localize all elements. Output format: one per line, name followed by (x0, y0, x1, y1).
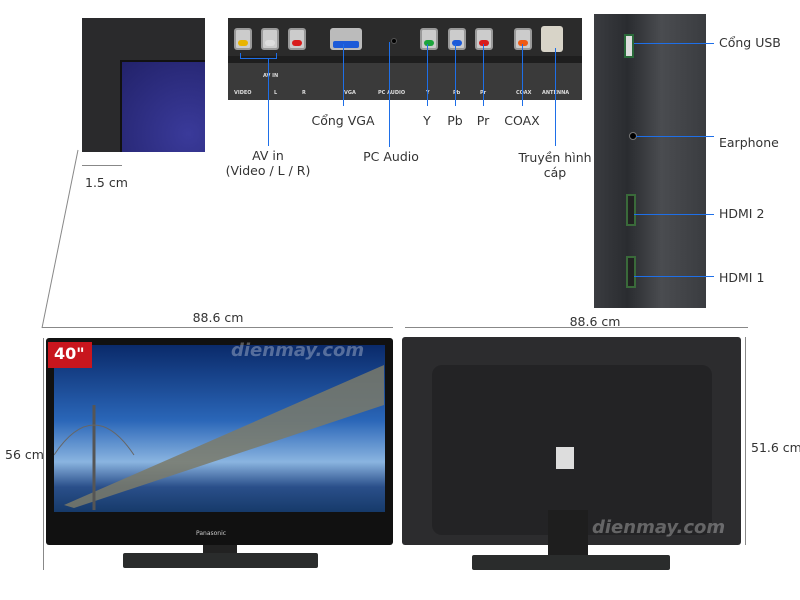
hdmi2-port (626, 194, 636, 226)
back-watermark: dienmay.com (592, 517, 726, 538)
y-connector (420, 28, 438, 50)
usb-label: Cổng USB (719, 35, 781, 50)
back-stand-neck (548, 510, 588, 556)
screen-corner (120, 60, 205, 152)
brand-logo: Panasonic (196, 530, 227, 537)
front-watermark: dienmay.com (231, 340, 365, 361)
bezel-width-label: 1.5 cm (85, 175, 128, 190)
vga-label: Cổng VGA (311, 113, 375, 128)
back-width-label: 88.6 cm (569, 314, 621, 329)
pr-connector (475, 28, 493, 50)
hdmi1-port (626, 256, 636, 288)
pc-audio-jack (391, 38, 397, 44)
pc-audio-label: PC Audio (363, 149, 419, 164)
pr-label: Pr (476, 113, 490, 128)
front-stand-base (123, 553, 318, 568)
coax-label: COAX (504, 113, 540, 128)
bridge-image (54, 365, 384, 510)
av-l-connector (261, 28, 279, 50)
side-ports-image (594, 14, 706, 308)
front-screen (54, 345, 385, 512)
front-width-label: 88.6 cm (192, 310, 244, 325)
bezel-dimension-line (82, 165, 122, 166)
front-stand-neck (203, 545, 237, 554)
y-label: Y (423, 113, 431, 128)
front-height-label: 56 cm (5, 447, 44, 462)
av-in-sub-label: (Video / L / R) (225, 163, 311, 178)
front-tv: 40" Panasonic dienmay.com (46, 338, 393, 545)
zoom-connector-line (41, 149, 79, 329)
cable-tv-label-2: cáp (543, 165, 567, 180)
av-in-label: AV in (252, 148, 284, 163)
hdmi1-label: HDMI 1 (719, 270, 765, 285)
size-badge: 40" (48, 342, 92, 368)
vga-connector (330, 28, 362, 50)
earphone-label: Earphone (719, 135, 779, 150)
coax-connector (514, 28, 532, 50)
antenna-connector (541, 26, 563, 52)
usb-port (624, 34, 634, 58)
rating-label (556, 447, 574, 469)
corner-detail-image (82, 18, 205, 152)
hdmi2-label: HDMI 2 (719, 206, 765, 221)
back-height-label: 51.6 cm (751, 440, 800, 455)
pb-connector (448, 28, 466, 50)
back-stand-base (472, 555, 670, 570)
av-video-connector (234, 28, 252, 50)
rear-ports-image: AV IN VIDEO L R VGA PC AUDIO Y Pb Pr COA… (228, 18, 582, 100)
av-r-connector (288, 28, 306, 50)
cable-tv-label: Truyền hình (518, 150, 592, 165)
pb-label: Pb (447, 113, 463, 128)
